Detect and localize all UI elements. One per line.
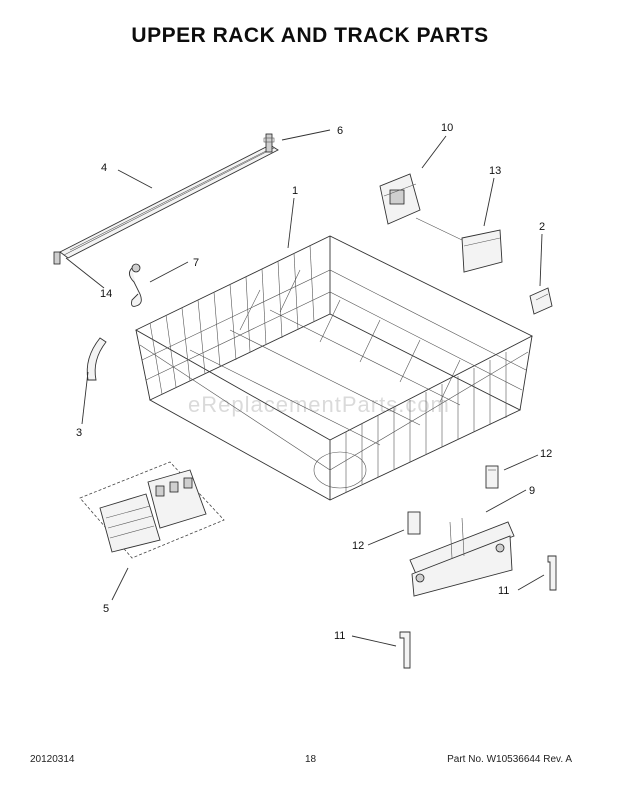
part-10-bracket <box>379 173 421 225</box>
callout-2: 2 <box>539 221 545 233</box>
part-14-end-cap <box>53 251 61 265</box>
callout-11-bottom: 11 <box>334 630 345 642</box>
part-3-stop <box>86 337 107 381</box>
callout-11-right: 11 <box>498 585 509 597</box>
page-title: UPPER RACK AND TRACK PARTS <box>131 24 489 47</box>
callout-12-left: 12 <box>352 540 364 552</box>
part-12-clip-right <box>485 465 499 489</box>
callout-4: 4 <box>101 162 107 174</box>
watermark-text: eReplacementParts.com <box>188 392 450 417</box>
part-11-track-end-right <box>547 555 557 591</box>
callout-7: 7 <box>193 257 199 269</box>
part-1-rack-basket <box>135 235 533 501</box>
part-13-panel <box>461 229 503 273</box>
callout-13: 13 <box>489 165 501 177</box>
callout-5: 5 <box>103 603 109 615</box>
callout-3: 3 <box>76 427 82 439</box>
part-12-clip-left <box>407 511 421 535</box>
part-2-clip <box>529 287 553 315</box>
callout-1: 1 <box>292 185 298 197</box>
footer-part-number: Part No. W10536644 Rev. A <box>447 754 572 765</box>
callout-12-right: 12 <box>540 448 552 460</box>
callout-10: 10 <box>441 122 453 134</box>
leader-lines <box>65 129 545 647</box>
part-6-clip <box>263 133 275 153</box>
part-11-track-end-bottom <box>399 631 411 669</box>
part-5-assembly <box>79 461 225 559</box>
callout-6: 6 <box>337 125 343 137</box>
callout-9: 9 <box>529 485 535 497</box>
callout-14: 14 <box>100 288 112 300</box>
leader-10-13 <box>415 217 463 241</box>
part-9-track-slide <box>409 517 515 597</box>
part-7-tie <box>129 263 142 307</box>
footer-date-code: 20120314 <box>30 754 75 765</box>
footer-page-number: 18 <box>305 754 317 765</box>
part-4-rail <box>59 144 279 259</box>
